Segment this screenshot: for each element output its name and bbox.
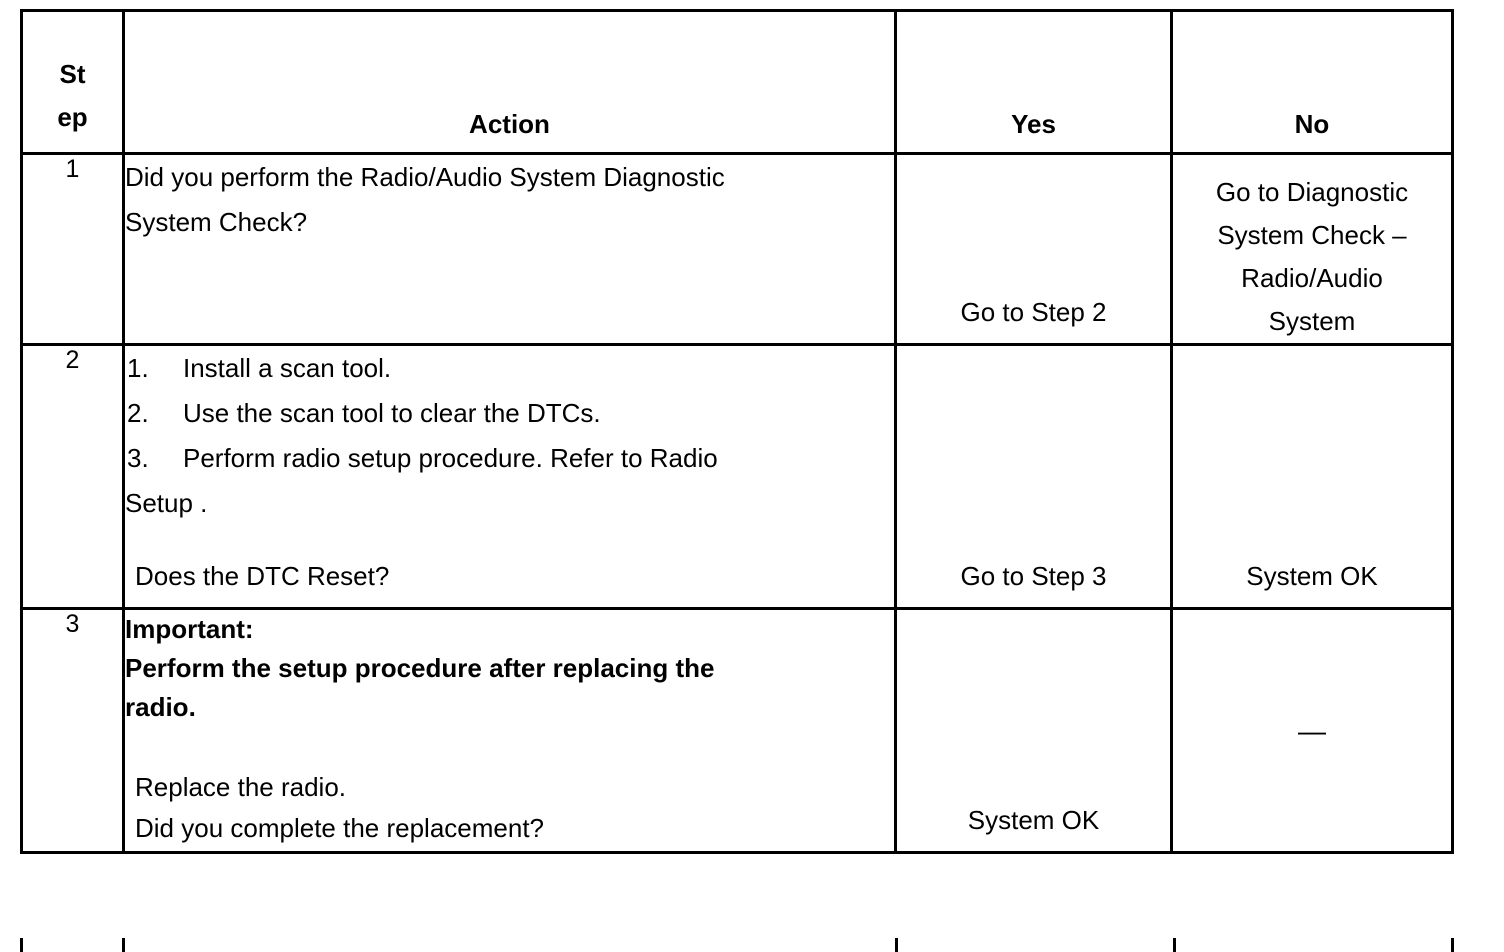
important-label: Important: [125, 614, 254, 644]
no-cell: Go to Diagnostic System Check – Radio/Au… [1170, 152, 1454, 346]
no-result: System OK [1173, 559, 1451, 593]
action-line: Did you perform the Radio/Audio System D… [125, 162, 725, 192]
yes-result: Go to Step 3 [897, 559, 1170, 593]
action-line: System Check? [125, 207, 308, 237]
list-marker: 1. [127, 353, 149, 383]
list-item-wrapped-text: Setup . [125, 488, 208, 518]
yes-cell: Go to Step 3 [894, 343, 1173, 610]
no-result-line: System OK [1246, 561, 1378, 591]
table-row: 1 Did you perform the Radio/Audio System… [20, 152, 1454, 346]
spacer [125, 727, 894, 767]
action-step-list: 1. Install a scan tool. 2. Use the scan … [125, 346, 894, 526]
list-marker: 3. [127, 443, 149, 473]
table-row: 3 Important: Perform the setup procedure… [20, 607, 1454, 854]
no-result: — [1173, 709, 1451, 752]
no-result: Go to Diagnostic System Check – Radio/Au… [1173, 155, 1451, 343]
next-row-borders [20, 938, 1454, 952]
list-item: 2. Use the scan tool to clear the DTCs. [125, 391, 894, 436]
step-number: 1 [65, 155, 80, 183]
step-number: 2 [65, 346, 80, 374]
step-number-cell: 2 [20, 343, 125, 610]
list-item-text: Perform radio setup procedure. Refer to … [183, 443, 718, 473]
header-no-label: No [1294, 109, 1330, 139]
yes-cell: System OK [894, 607, 1173, 854]
header-cell-no: No [1170, 9, 1454, 155]
no-result-line: Go to Diagnostic [1215, 177, 1409, 207]
header-cell-action: Action [122, 9, 897, 155]
no-cell: — [1170, 607, 1454, 854]
table-header-row: St ep Action Yes No [20, 9, 1454, 155]
column-divider-step [122, 938, 125, 952]
column-divider-yes [1173, 938, 1176, 952]
important-line: radio. [125, 692, 196, 722]
header-yes-label: Yes [1011, 109, 1056, 139]
list-item-text: Install a scan tool. [183, 353, 392, 383]
action-question: Did you complete the replacement? [135, 813, 545, 843]
header-action-label: Action [469, 109, 550, 139]
step-number: 3 [65, 610, 80, 638]
action-cell: 1. Install a scan tool. 2. Use the scan … [122, 343, 897, 610]
header-cell-step: St ep [20, 9, 125, 155]
step-number-cell: 3 [20, 607, 125, 854]
action-cell: Important: Perform the setup procedure a… [122, 607, 897, 854]
table-row: 2 1. Install a scan tool. 2. Use the sca… [20, 343, 1454, 610]
spacer [125, 526, 894, 554]
no-result-line: System Check – [1217, 220, 1407, 250]
next-row-partial [20, 938, 1454, 952]
action-line: Replace the radio. [135, 772, 347, 802]
yes-result-line: System OK [967, 805, 1100, 835]
no-cell: System OK [1170, 343, 1454, 610]
action-cell: Did you perform the Radio/Audio System D… [122, 152, 897, 346]
column-divider-action [895, 938, 898, 952]
list-item-text: Use the scan tool to clear the DTCs. [183, 398, 601, 428]
yes-cell: Go to Step 2 [894, 152, 1173, 346]
header-step-line2: ep [57, 102, 88, 132]
yes-result-line: Go to Step 3 [960, 561, 1107, 591]
header-cell-yes: Yes [894, 9, 1173, 155]
yes-result: Go to Step 2 [897, 295, 1170, 329]
list-item: 3. Perform radio setup procedure. Refer … [125, 436, 894, 526]
header-step-text: St ep [23, 12, 122, 139]
important-line: Perform the setup procedure after replac… [125, 653, 715, 683]
step-number-cell: 1 [20, 152, 125, 346]
list-item: 1. Install a scan tool. [125, 346, 894, 391]
no-result-line: System [1268, 306, 1356, 336]
diagnostic-procedure-table: St ep Action Yes No 1 [20, 9, 1454, 854]
no-result-dash: — [1298, 715, 1326, 746]
header-step-line1: St [59, 59, 86, 89]
yes-result: System OK [897, 803, 1170, 837]
list-marker: 2. [127, 398, 149, 428]
important-notice: Important: Perform the setup procedure a… [125, 610, 894, 727]
yes-result-line: Go to Step 2 [960, 297, 1107, 327]
action-question: Does the DTC Reset? [135, 561, 390, 591]
no-result-line: Radio/Audio [1241, 263, 1383, 293]
